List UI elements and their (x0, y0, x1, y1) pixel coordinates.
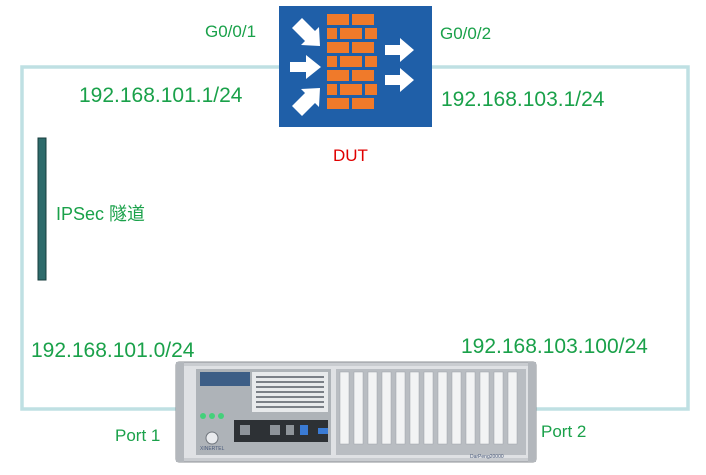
dut-port-out-label: G0/0/2 (440, 24, 492, 43)
ipsec-tunnel-label: IPSec 隧道 (56, 204, 146, 224)
dut-name-label: DUT (333, 146, 368, 165)
tester-port2-ip-label: 192.168.103.100/24 (461, 335, 648, 358)
firewall-icon[interactable] (279, 6, 432, 127)
tester-port1-label: Port 1 (115, 426, 161, 445)
network-tester-chassis-icon[interactable]: XINERTEL DarPeng20000 (175, 361, 537, 463)
ipsec-tunnel-bar (37, 137, 47, 281)
tester-port1-ip-label: 192.168.101.0/24 (31, 339, 195, 362)
dut-ip-out-label: 192.168.103.1/24 (441, 88, 605, 111)
tester-port2-label: Port 2 (541, 422, 587, 441)
dut-ip-in-label: 192.168.101.1/24 (79, 84, 243, 107)
tester-model-text: DarPeng20000 (470, 454, 504, 460)
tester-brand-text: XINERTEL (200, 446, 225, 452)
dut-port-in-label: G0/0/1 (205, 22, 257, 41)
